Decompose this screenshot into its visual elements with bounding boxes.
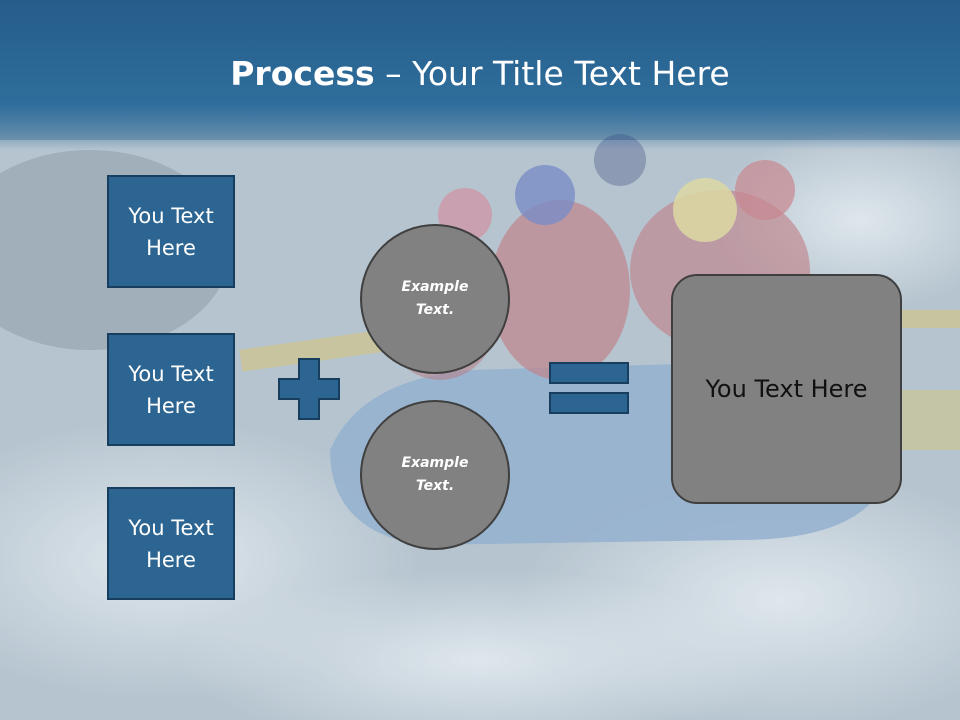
- plus-icon: [278, 358, 340, 420]
- result-box[interactable]: You Text Here: [671, 274, 902, 504]
- title-bar: Process – Your Title Text Here: [0, 0, 960, 150]
- text-box-3-label: You Text Here: [128, 515, 214, 572]
- text-box-1-label: You Text Here: [128, 203, 214, 260]
- text-box-1[interactable]: You Text Here: [107, 175, 235, 288]
- example-circle-2-label: Example Text.: [401, 455, 469, 494]
- slide-title-rest: – Your Title Text Here: [374, 54, 730, 93]
- example-circle-2[interactable]: Example Text.: [360, 400, 510, 550]
- text-box-2-label: You Text Here: [128, 361, 214, 418]
- text-box-2[interactable]: You Text Here: [107, 333, 235, 446]
- result-box-label: You Text Here: [705, 375, 868, 403]
- equals-icon: [549, 362, 629, 414]
- slide-title: Process – Your Title Text Here: [0, 52, 960, 96]
- example-circle-1-label: Example Text.: [401, 279, 469, 318]
- example-circle-1[interactable]: Example Text.: [360, 224, 510, 374]
- text-box-3[interactable]: You Text Here: [107, 487, 235, 600]
- slide-title-bold: Process: [230, 54, 375, 93]
